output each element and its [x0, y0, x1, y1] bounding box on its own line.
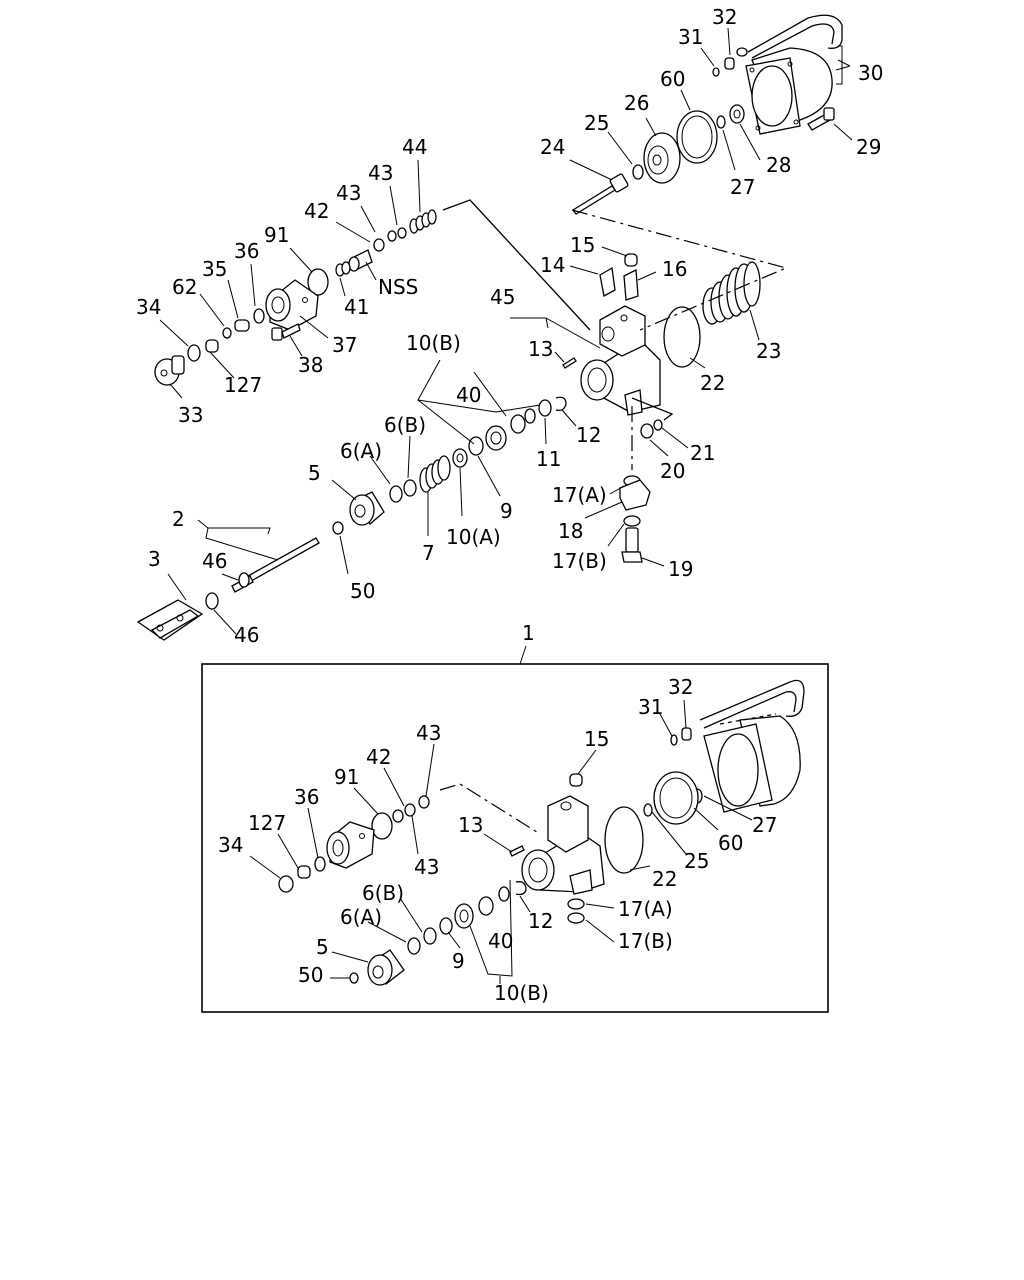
plug-part	[154, 355, 185, 386]
inset-callout-127: 127	[248, 811, 286, 835]
callout-43a: 43	[368, 161, 393, 185]
callout-27: 27	[730, 175, 755, 199]
callout-41: 41	[344, 295, 369, 319]
inset-callout-17b: 17(B)	[618, 929, 673, 953]
callout-32: 32	[712, 5, 737, 29]
callout-6a: 6(A)	[340, 439, 382, 463]
inset-callout-22: 22	[652, 867, 677, 891]
inset-callout-15: 15	[584, 727, 609, 751]
inset-piston-part	[367, 949, 405, 986]
inset-callout-50: 50	[298, 963, 323, 987]
valve-cover-part	[265, 279, 319, 331]
inset-callout-91: 91	[334, 765, 359, 789]
primary-spring-part	[419, 455, 451, 493]
callout-24: 24	[540, 135, 565, 159]
callout-40: 40	[456, 383, 481, 407]
callout-22: 22	[700, 371, 725, 395]
callout-46a: 46	[202, 549, 227, 573]
callout-9: 9	[500, 499, 513, 523]
callout-28: 28	[766, 153, 791, 177]
callout-42: 42	[304, 199, 329, 223]
callout-60: 60	[660, 67, 685, 91]
callout-15: 15	[570, 233, 595, 257]
callout-12: 12	[576, 423, 601, 447]
callout-44: 44	[402, 135, 427, 159]
callout-20: 20	[660, 459, 685, 483]
inset-callout-6a: 6(A)	[340, 905, 382, 929]
inset-callout-36: 36	[294, 785, 319, 809]
callout-33: 33	[178, 403, 203, 427]
callout-91: 91	[264, 223, 289, 247]
banjo-bolt-part	[621, 527, 643, 563]
inset-callout-labels: 32 31 15 43 42 91 36 127 34 43 13 27 60 …	[218, 675, 777, 1005]
inset-callout-17a: 17(A)	[618, 897, 673, 921]
callout-37: 37	[332, 333, 357, 357]
inset-callout-43a: 43	[416, 721, 441, 745]
air-chamber-part	[736, 14, 843, 135]
piston-part	[349, 491, 385, 526]
callout-43b: 43	[336, 181, 361, 205]
inset-callout-5: 5	[316, 935, 329, 959]
callout-17b: 17(B)	[552, 549, 607, 573]
callout-50: 50	[350, 579, 375, 603]
callout-11: 11	[536, 447, 561, 471]
callout-127: 127	[224, 373, 262, 397]
callout-34: 34	[136, 295, 161, 319]
callout-3: 3	[148, 547, 161, 571]
inset-callout-60: 60	[718, 831, 743, 855]
inset-callout-9: 9	[452, 949, 465, 973]
callout-26: 26	[624, 91, 649, 115]
callout-46b: 46	[234, 623, 259, 647]
callout-21: 21	[690, 441, 715, 465]
callout-10a: 10(A)	[446, 525, 501, 549]
inset-callout-12: 12	[528, 909, 553, 933]
upper-callout-labels: 32 31 30 29 60 26 25 24 28 27 44 43 43 4…	[136, 5, 883, 647]
callout-14: 14	[540, 253, 565, 277]
inset-callout-31: 31	[638, 695, 663, 719]
callout-nss: NSS	[378, 275, 418, 299]
callout-35: 35	[202, 257, 227, 281]
callout-62: 62	[172, 275, 197, 299]
inset-callout-25: 25	[684, 849, 709, 873]
callout-45: 45	[490, 285, 515, 309]
callout-13: 13	[528, 337, 553, 361]
master-cylinder-housing-part	[580, 305, 661, 416]
spring-part	[409, 209, 437, 234]
callout-18: 18	[558, 519, 583, 543]
return-spring-part	[702, 261, 761, 325]
callout-kit-1: 1	[522, 621, 535, 645]
callout-5: 5	[308, 461, 321, 485]
inset-callout-40: 40	[488, 929, 513, 953]
callout-6b: 6(B)	[384, 413, 426, 437]
inset-air-chamber-part	[699, 679, 805, 813]
inset-callout-43b: 43	[414, 855, 439, 879]
inset-valve-cover-part	[326, 821, 375, 869]
callout-19: 19	[668, 557, 693, 581]
clevis-part	[136, 599, 204, 641]
callout-17a: 17(A)	[552, 483, 607, 507]
callout-10b: 10(B)	[406, 331, 461, 355]
callout-30: 30	[858, 61, 883, 85]
callout-23: 23	[756, 339, 781, 363]
inset-callout-42: 42	[366, 745, 391, 769]
inset-callout-27: 27	[752, 813, 777, 837]
inset-callout-34: 34	[218, 833, 243, 857]
inset-callout-6b: 6(B)	[362, 881, 404, 905]
inset-callout-32: 32	[668, 675, 693, 699]
inset-callout-10b: 10(B)	[494, 981, 549, 1005]
callout-2: 2	[172, 507, 185, 531]
callout-25: 25	[584, 111, 609, 135]
callout-16: 16	[662, 257, 687, 281]
repair-kit-inset	[201, 663, 829, 1013]
upper-exploded-view	[136, 14, 853, 641]
inset-callout-13: 13	[458, 813, 483, 837]
callout-31: 31	[678, 25, 703, 49]
callout-7: 7	[422, 541, 435, 565]
callout-38: 38	[298, 353, 323, 377]
inset-housing-part	[521, 795, 605, 895]
callout-36: 36	[234, 239, 259, 263]
callout-29: 29	[856, 135, 881, 159]
